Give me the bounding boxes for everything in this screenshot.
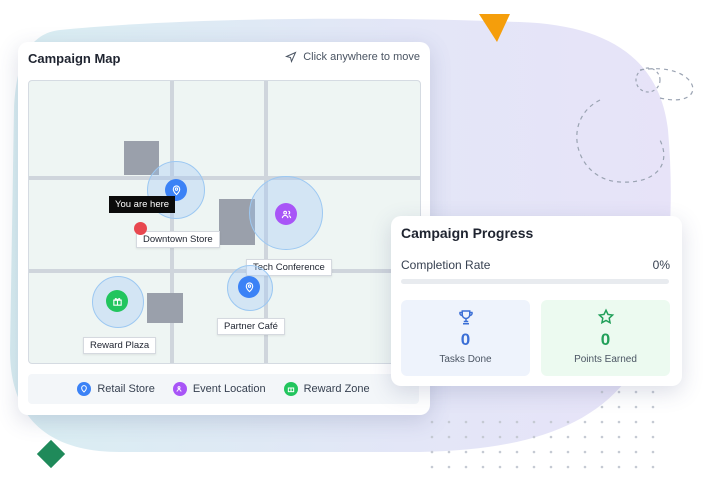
completion-rate-value: 0% xyxy=(652,258,670,272)
legend-item-retail: Retail Store xyxy=(77,382,155,396)
triangle-accent xyxy=(479,14,510,42)
star-icon xyxy=(597,308,615,325)
map-pin-icon xyxy=(245,281,253,292)
map-pin-icon xyxy=(172,184,180,195)
map-area[interactable]: Downtown Store Tech Conference Partner C… xyxy=(28,80,421,364)
you-are-here-label: You are here xyxy=(109,196,176,213)
map-title: Campaign Map xyxy=(28,51,121,66)
navigation-arrow-icon xyxy=(285,51,297,63)
map-legend: Retail Store Event Location Reward Zone xyxy=(28,374,419,404)
location-label: Downtown Store xyxy=(136,231,220,248)
legend-label: Event Location xyxy=(192,383,266,395)
legend-item-event: Event Location xyxy=(172,382,266,396)
campaign-map-card: Campaign Map Click anywhere to move Down… xyxy=(18,42,430,415)
location-pin-downtown-store[interactable] xyxy=(165,179,187,201)
location-pin-tech-conference[interactable] xyxy=(275,203,297,225)
location-halo xyxy=(249,176,323,250)
location-label: Partner Café xyxy=(217,318,285,335)
points-earned-stat: 0 Points Earned xyxy=(541,300,670,376)
move-hint: Click anywhere to move xyxy=(285,51,420,63)
tasks-done-stat: 0 Tasks Done xyxy=(401,300,530,376)
legend-item-reward: Reward Zone xyxy=(283,382,370,396)
map-pin-icon xyxy=(77,382,92,396)
building xyxy=(124,141,159,175)
progress-title: Campaign Progress xyxy=(401,225,534,241)
users-icon xyxy=(172,382,187,396)
legend-label: Retail Store xyxy=(97,383,155,395)
current-location-dot[interactable] xyxy=(134,222,147,235)
diamond-accent xyxy=(36,439,66,469)
completion-rate-label: Completion Rate xyxy=(401,258,491,272)
completion-progress-bar xyxy=(401,279,669,284)
tasks-done-value: 0 xyxy=(460,330,471,349)
campaign-progress-card: Campaign Progress Completion Rate 0% 0 T… xyxy=(391,216,682,386)
trophy-icon xyxy=(459,310,473,325)
building xyxy=(147,293,183,323)
location-pin-reward-plaza[interactable] xyxy=(106,290,128,312)
move-hint-text: Click anywhere to move xyxy=(303,51,420,63)
points-earned-label: Points Earned xyxy=(574,354,637,365)
users-icon xyxy=(281,210,291,218)
gift-icon xyxy=(112,297,122,306)
location-pin-partner-cafe[interactable] xyxy=(238,276,260,298)
gift-icon xyxy=(283,382,298,396)
location-label: Reward Plaza xyxy=(83,337,157,354)
points-earned-value: 0 xyxy=(600,330,611,349)
tasks-done-label: Tasks Done xyxy=(439,354,492,365)
legend-label: Reward Zone xyxy=(303,383,370,395)
